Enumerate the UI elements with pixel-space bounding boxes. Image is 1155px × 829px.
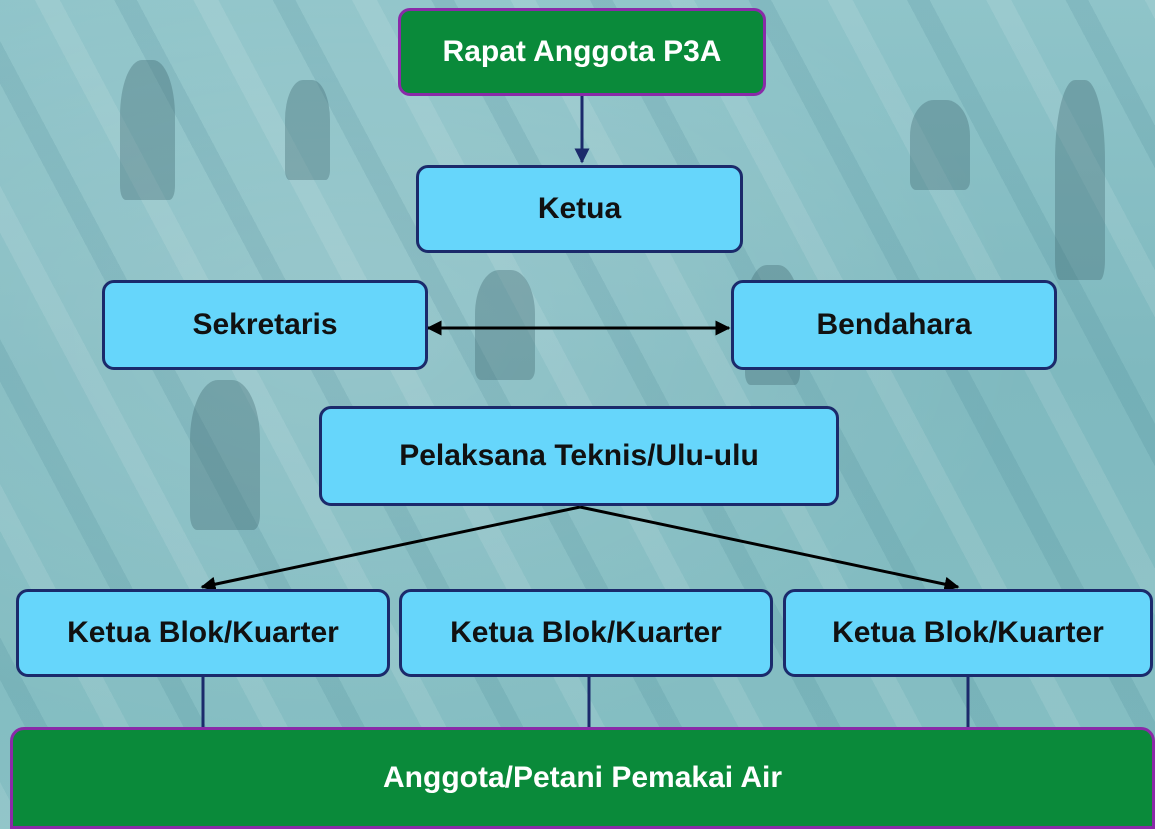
arrow-teknis-to-blok-right bbox=[579, 505, 960, 592]
node-pelaksana-teknis: Pelaksana Teknis/Ulu-ulu bbox=[319, 406, 839, 506]
farmer-silhouette bbox=[1055, 80, 1105, 280]
node-anggota-petani: Anggota/Petani Pemakai Air bbox=[10, 727, 1155, 829]
node-ketua: Ketua bbox=[416, 165, 743, 253]
node-sekretaris: Sekretaris bbox=[102, 280, 428, 370]
node-bendahara: Bendahara bbox=[731, 280, 1057, 370]
node-ketua-blok-2: Ketua Blok/Kuarter bbox=[399, 589, 773, 677]
node-ketua-blok-1: Ketua Blok/Kuarter bbox=[16, 589, 390, 677]
farmer-silhouette bbox=[910, 100, 970, 190]
node-ketua-blok-3: Ketua Blok/Kuarter bbox=[783, 589, 1153, 677]
farmer-silhouette bbox=[120, 60, 175, 200]
arrow-teknis-to-blok-left bbox=[200, 505, 581, 592]
farmer-silhouette bbox=[285, 80, 330, 180]
farmer-silhouette bbox=[190, 380, 260, 530]
node-rapat-anggota: Rapat Anggota P3A bbox=[398, 8, 766, 96]
